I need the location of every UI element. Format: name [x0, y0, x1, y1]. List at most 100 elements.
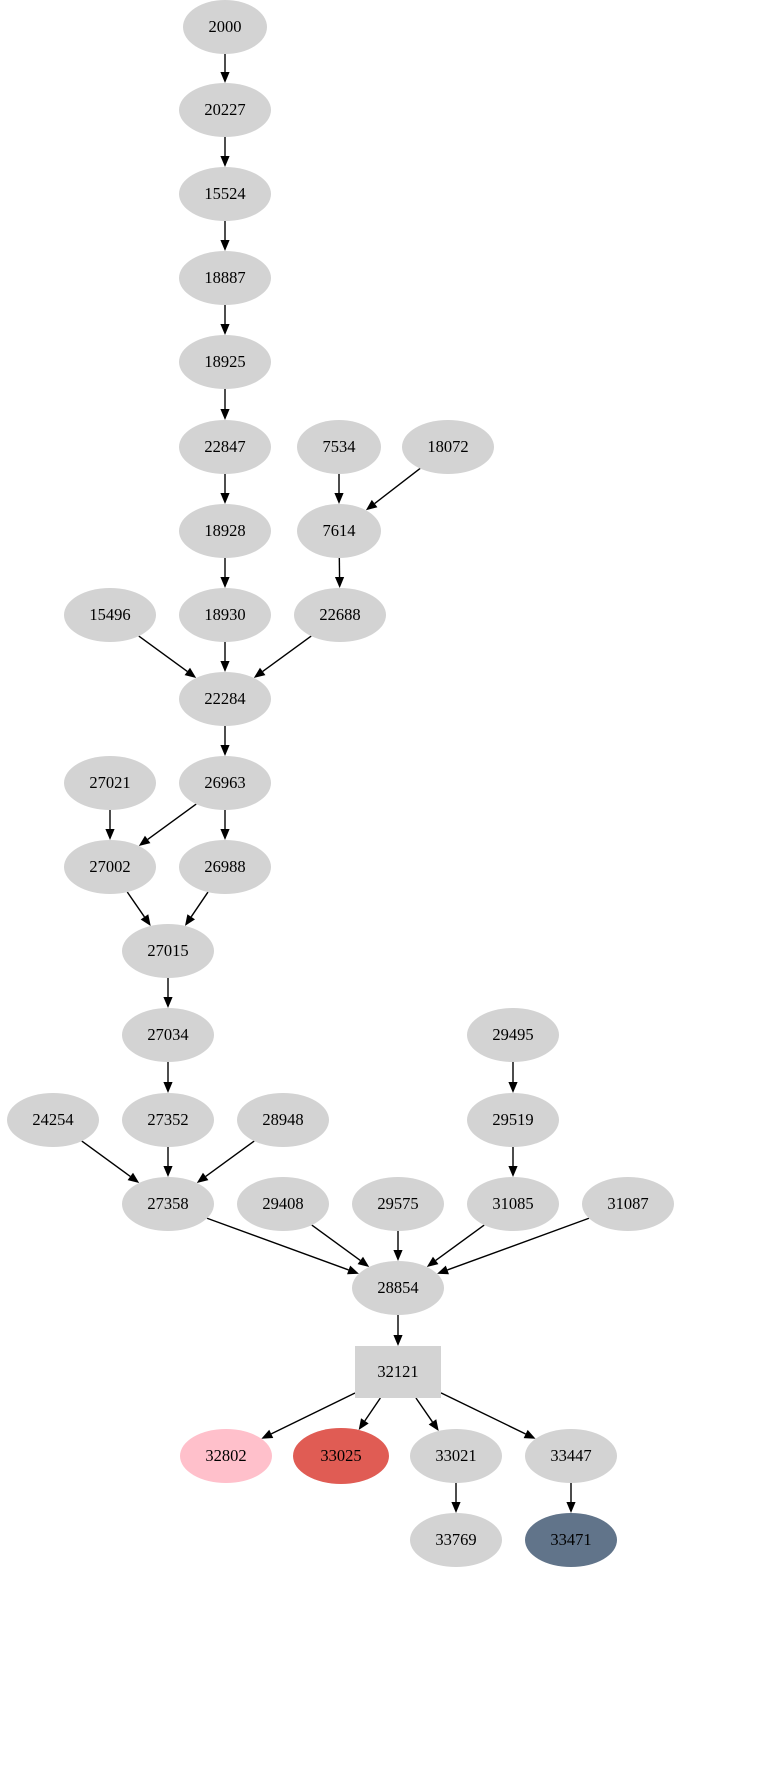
node-ellipse-shape[interactable] — [582, 1177, 674, 1231]
graph-node[interactable]: 15496 — [64, 588, 156, 642]
graph-node[interactable]: 27352 — [122, 1093, 214, 1147]
node-ellipse-shape[interactable] — [525, 1513, 617, 1567]
graph-edge — [185, 891, 209, 926]
graph-edge — [311, 1224, 370, 1267]
edge-arrowhead-icon — [140, 914, 151, 926]
node-ellipse-shape[interactable] — [467, 1008, 559, 1062]
node-ellipse-shape[interactable] — [294, 588, 386, 642]
graph-node[interactable]: 18930 — [179, 588, 271, 642]
node-ellipse-shape[interactable] — [297, 504, 381, 558]
node-ellipse-shape[interactable] — [410, 1429, 502, 1483]
node-ellipse-shape[interactable] — [122, 1008, 214, 1062]
graph-node[interactable]: 18072 — [402, 420, 494, 474]
graph-node[interactable]: 26988 — [179, 840, 271, 894]
graph-node[interactable]: 18925 — [179, 335, 271, 389]
node-ellipse-shape[interactable] — [467, 1177, 559, 1231]
graph-node[interactable]: 28854 — [352, 1261, 444, 1315]
graph-node[interactable]: 15524 — [179, 167, 271, 221]
graph-node[interactable]: 20227 — [179, 83, 271, 137]
edge-arrowhead-icon — [334, 576, 345, 588]
graph-node[interactable]: 29519 — [467, 1093, 559, 1147]
graph-node[interactable]: 33447 — [525, 1429, 617, 1483]
graph-node[interactable]: 29495 — [467, 1008, 559, 1062]
node-ellipse-shape[interactable] — [352, 1177, 444, 1231]
graph-node[interactable]: 22847 — [179, 420, 271, 474]
node-ellipse-shape[interactable] — [179, 167, 271, 221]
node-ellipse-shape[interactable] — [237, 1093, 329, 1147]
node-ellipse-shape[interactable] — [179, 504, 271, 558]
graph-node[interactable]: 32121 — [355, 1346, 441, 1398]
edge-arrowhead-icon — [163, 997, 173, 1008]
node-ellipse-shape[interactable] — [179, 672, 271, 726]
graph-node[interactable]: 27002 — [64, 840, 156, 894]
graph-node[interactable]: 33769 — [410, 1513, 502, 1567]
node-ellipse-shape[interactable] — [237, 1177, 329, 1231]
node-ellipse-shape[interactable] — [467, 1093, 559, 1147]
graph-node[interactable]: 29408 — [237, 1177, 329, 1231]
node-ellipse-shape[interactable] — [179, 83, 271, 137]
graph-node[interactable]: 7614 — [297, 504, 381, 558]
graph-edge — [508, 1147, 518, 1177]
edge-line — [190, 891, 209, 918]
graph-node[interactable]: 33021 — [410, 1429, 502, 1483]
graph-node[interactable]: 2000 — [183, 0, 267, 54]
node-ellipse-shape[interactable] — [179, 251, 271, 305]
graph-edge — [138, 803, 197, 846]
graph-edge — [196, 1140, 255, 1183]
edge-arrowhead-icon — [253, 667, 266, 678]
graph-node[interactable]: 27021 — [64, 756, 156, 810]
graph-node[interactable]: 27015 — [122, 924, 214, 978]
edge-arrowhead-icon — [220, 829, 230, 840]
graph-edge — [334, 557, 345, 588]
edge-arrowhead-icon — [508, 1166, 518, 1177]
graph-node[interactable]: 31087 — [582, 1177, 674, 1231]
graph-edge — [220, 558, 230, 588]
edge-line — [81, 1140, 131, 1178]
graph-node[interactable]: 28948 — [237, 1093, 329, 1147]
graph-node[interactable]: 32802 — [180, 1429, 272, 1483]
edge-line — [205, 1140, 255, 1178]
edge-arrowhead-icon — [437, 1265, 449, 1275]
node-ellipse-shape[interactable] — [7, 1093, 99, 1147]
graph-node[interactable]: 18928 — [179, 504, 271, 558]
node-ellipse-shape[interactable] — [179, 588, 271, 642]
node-ellipse-shape[interactable] — [122, 924, 214, 978]
edge-arrowhead-icon — [566, 1502, 576, 1513]
node-ellipse-shape[interactable] — [410, 1513, 502, 1567]
graph-node[interactable]: 29575 — [352, 1177, 444, 1231]
graph-node[interactable]: 26963 — [179, 756, 271, 810]
node-ellipse-shape[interactable] — [297, 420, 381, 474]
node-ellipse-shape[interactable] — [525, 1429, 617, 1483]
node-ellipse-shape[interactable] — [293, 1428, 389, 1484]
graph-edge — [163, 1062, 173, 1093]
node-box-shape[interactable] — [355, 1346, 441, 1398]
node-ellipse-shape[interactable] — [183, 0, 267, 54]
graph-node[interactable]: 7534 — [297, 420, 381, 474]
node-ellipse-shape[interactable] — [122, 1093, 214, 1147]
node-ellipse-shape[interactable] — [352, 1261, 444, 1315]
node-ellipse-shape[interactable] — [64, 588, 156, 642]
graph-node[interactable]: 22284 — [179, 672, 271, 726]
node-ellipse-shape[interactable] — [179, 335, 271, 389]
node-ellipse-shape[interactable] — [179, 840, 271, 894]
node-ellipse-shape[interactable] — [64, 840, 156, 894]
node-ellipse-shape[interactable] — [64, 756, 156, 810]
graph-node[interactable]: 27358 — [122, 1177, 214, 1231]
graph-node[interactable]: 33025 — [293, 1428, 389, 1484]
graph-edge — [81, 1140, 140, 1183]
graph-node[interactable]: 31085 — [467, 1177, 559, 1231]
graph-node[interactable]: 22688 — [294, 588, 386, 642]
graph-node[interactable]: 24254 — [7, 1093, 99, 1147]
node-ellipse-shape[interactable] — [179, 420, 271, 474]
edge-line — [447, 1217, 590, 1271]
graph-node[interactable]: 18887 — [179, 251, 271, 305]
graph-node[interactable]: 33471 — [525, 1513, 617, 1567]
edge-line — [364, 1397, 381, 1422]
node-ellipse-shape[interactable] — [179, 756, 271, 810]
node-ellipse-shape[interactable] — [180, 1429, 272, 1483]
graph-edge — [138, 635, 197, 678]
graph-node[interactable]: 27034 — [122, 1008, 214, 1062]
node-ellipse-shape[interactable] — [402, 420, 494, 474]
node-ellipse-shape[interactable] — [122, 1177, 214, 1231]
